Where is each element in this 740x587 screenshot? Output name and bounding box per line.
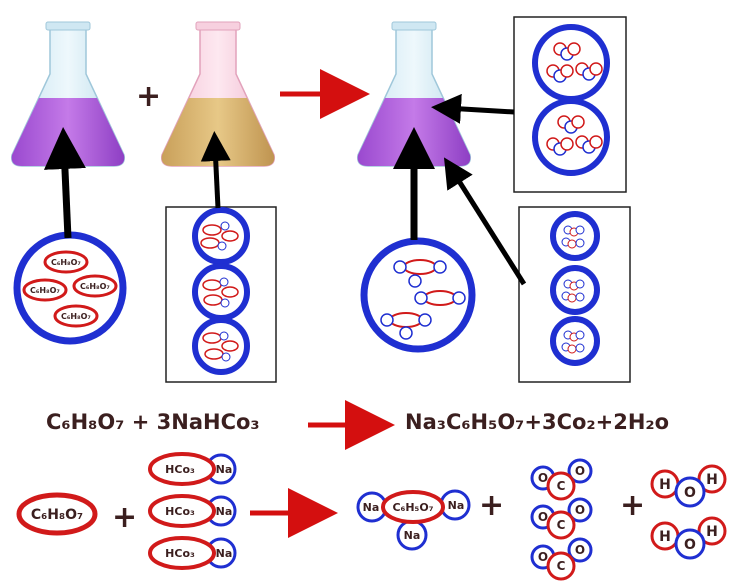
citric-acid-label: C₆H₈O₇ — [51, 258, 81, 267]
sodium-text: Na — [448, 499, 465, 512]
oxygen-text: O — [538, 510, 548, 524]
pointer-arrow — [431, 93, 515, 124]
pointer-arrow — [43, 127, 86, 239]
carbon-text: C — [557, 518, 566, 532]
oxygen-text: O — [575, 503, 585, 517]
oxygen-text: O — [538, 471, 548, 485]
oxygen-text: O — [684, 485, 696, 501]
citric-acid-label: C₆H₈O₇ — [30, 286, 60, 295]
carbon-text: C — [557, 479, 566, 493]
sodium-text: Na — [216, 505, 233, 518]
zoom-citric-acid: C₆H₈O₇ C₆H₈O₇ C₆H₈O₇ C₆H₈O₇ — [13, 231, 127, 345]
zoom-sodium-bicarbonate — [165, 206, 277, 383]
hydrogen-text: H — [659, 529, 671, 545]
citric-acid-label: C₆H₈O₇ — [80, 282, 110, 291]
hydrogen-text: H — [659, 477, 671, 493]
carbon-text: C — [557, 559, 566, 573]
equation-reactants: C₆H₈O₇ + 3NaHCo₃ — [46, 410, 260, 434]
molecule-carbon-dioxide: O O C O O C O O C — [530, 458, 593, 581]
sodium-text: Na — [216, 547, 233, 560]
bicarbonate-text: HCo₃ — [165, 547, 195, 560]
hydrogen-text: H — [706, 524, 718, 540]
citric-acid-label: C₆H₈O₇ — [61, 312, 91, 321]
pointer-arrow — [443, 157, 527, 286]
pointer-arrow — [200, 131, 231, 209]
equation-products: Na₃C₆H₅O₇+3Co₂+2H₂o — [405, 410, 670, 434]
flask-citric-acid — [10, 21, 126, 167]
bicarbonate-text: HCo₃ — [165, 463, 195, 476]
oxygen-text: O — [575, 464, 585, 478]
oxygen-text: O — [575, 543, 585, 557]
molecule-sodium-bicarbonate: HCo₃ Na HCo₃ Na HCo₃ Na — [148, 452, 237, 570]
oxygen-text: O — [538, 550, 548, 564]
zoom-carbon-dioxide — [518, 206, 631, 383]
sodium-text: Na — [404, 529, 421, 542]
hydrogen-text: H — [706, 472, 718, 488]
sodium-text: Na — [363, 501, 380, 514]
citric-acid-text: C₆H₈O₇ — [31, 507, 83, 523]
molecule-sodium-citrate: C₆H₅O₇ Na Na Na — [356, 489, 471, 551]
plus-sign: + — [112, 500, 137, 535]
citrate-text: C₆H₅O₇ — [392, 501, 433, 514]
flask-products — [356, 21, 472, 167]
zoom-sodium-citrate — [360, 237, 476, 353]
sodium-text: Na — [216, 463, 233, 476]
zoom-water — [513, 16, 627, 193]
bicarbonate-text: HCo₃ — [165, 505, 195, 518]
plus-sign: + — [620, 488, 645, 523]
oxygen-text: O — [684, 537, 696, 553]
molecule-citric-acid: C₆H₈O₇ — [16, 492, 98, 536]
plus-sign: + — [136, 79, 161, 114]
plus-sign: + — [479, 488, 504, 523]
molecule-water: H H O H H O — [650, 464, 727, 560]
flask-sodium-bicarbonate — [160, 21, 276, 167]
